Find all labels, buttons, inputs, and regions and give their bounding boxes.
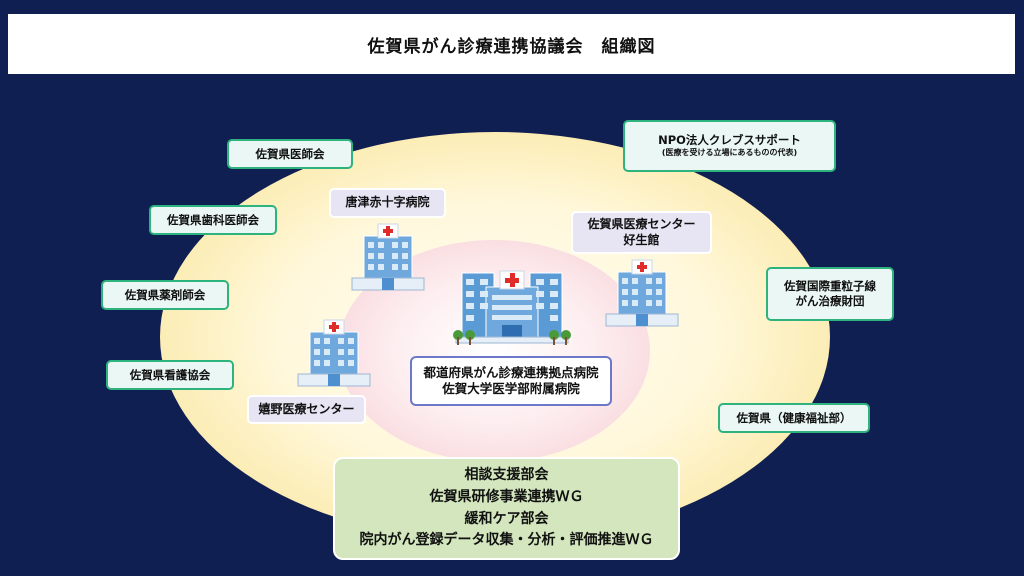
org-dental-association-label: 佐賀県歯科医師会 [167,212,259,227]
core-hospital-building-icon [453,270,571,345]
hospital-karatsu: 唐津赤十字病院 [329,188,446,218]
subcommittee-registry-wg: 院内がん登録データ収集・分析・評価推進ＷＧ [359,532,654,549]
org-npo-name: NPO法人クレブスサポート [658,133,801,148]
org-ion-beam-line1: 佐賀国際重粒子線 [784,279,876,294]
org-npo-note: (医療を受ける立場にあるものの代表) [661,148,798,158]
subcommittee-training-wg: 佐賀県研修事業連携ＷＧ [429,488,584,505]
org-nursing-association-label: 佐賀県看護協会 [129,367,211,382]
page-title: 佐賀県がん診療連携協議会 組織図 [8,14,1015,74]
org-ion-beam-foundation: 佐賀国際重粒子線 がん治療財団 [766,267,894,321]
hospital-building-icon [297,319,371,387]
hospital-saga-center-line2: 好生館 [623,232,660,247]
hospital-building-icon [351,223,425,291]
core-hospital-line2: 佐賀大学医学部附属病院 [442,381,580,396]
hospital-building-icon [605,259,679,327]
org-nursing-association: 佐賀県看護協会 [106,360,234,390]
org-saga-prefecture: 佐賀県（健康福祉部） [718,403,870,433]
core-hospital-label: 都道府県がん診療連携拠点病院 佐賀大学医学部附属病院 [410,356,612,406]
hospital-ureshino-label: 嬉野医療センター [258,401,355,416]
org-saga-prefecture-label: 佐賀県（健康福祉部） [736,410,852,425]
org-pharmacist-association: 佐賀県薬剤師会 [101,280,229,310]
org-medical-association: 佐賀県医師会 [227,139,353,169]
hospital-saga-medical-center: 佐賀県医療センター 好生館 [571,211,712,254]
subcommittee-box: 相談支援部会 佐賀県研修事業連携ＷＧ 緩和ケア部会 院内がん登録データ収集・分析… [333,457,680,560]
core-hospital-line1: 都道府県がん診療連携拠点病院 [423,364,599,380]
hospital-saga-center-line1: 佐賀県医療センター [587,216,696,231]
org-medical-association-label: 佐賀県医師会 [255,146,325,161]
hospital-karatsu-label: 唐津赤十字病院 [345,195,430,210]
subcommittee-consultation: 相談支援部会 [464,467,549,484]
subcommittee-palliative: 緩和ケア部会 [464,510,549,527]
org-dental-association: 佐賀県歯科医師会 [149,205,277,235]
hospital-ureshino: 嬉野医療センター [247,395,366,424]
org-pharmacist-association-label: 佐賀県薬剤師会 [124,287,206,302]
org-ion-beam-line2: がん治療財団 [795,294,865,308]
org-npo-krebs-support: NPO法人クレブスサポート (医療を受ける立場にあるものの代表) [623,120,836,172]
